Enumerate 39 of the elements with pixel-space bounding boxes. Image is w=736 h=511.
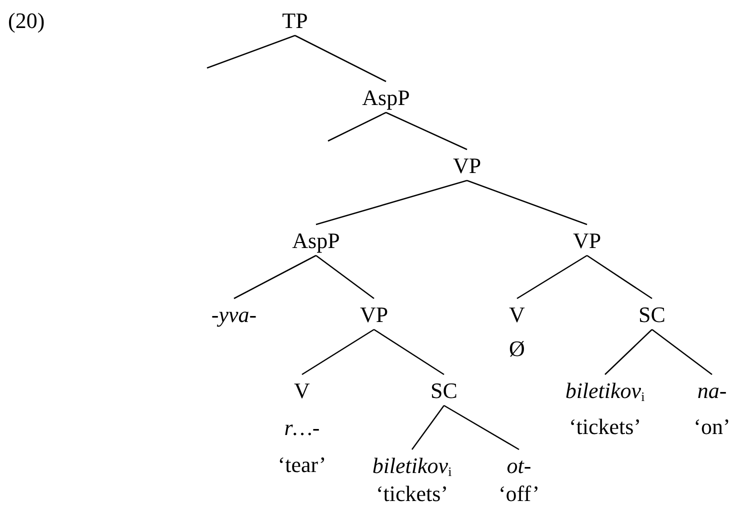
tree-node-label: VP (358, 298, 390, 330)
node-gloss: ‘tear’ (278, 452, 326, 476)
tree-branch-line (302, 328, 374, 376)
node-gloss: r…- (283, 414, 321, 440)
node-gloss: ‘on’ (694, 414, 730, 438)
tree-node-label: TP (280, 4, 310, 36)
tree-branch-line (604, 329, 652, 375)
tree-node-label: AspP (290, 224, 342, 256)
tree-branch-line (328, 112, 386, 142)
tree-branch-line (466, 180, 588, 226)
tree-branch-line (316, 180, 468, 226)
tree-node-label: SC (428, 374, 460, 406)
node-gloss: Ø (509, 336, 525, 360)
tree-node-label: SC (636, 298, 668, 330)
tree-node-label: -yva- (209, 298, 259, 330)
tree-branch-line (316, 254, 374, 300)
tree-branch-line (652, 328, 712, 376)
tree-branch-line (374, 328, 444, 376)
node-form: biletikov$_{i}$ (565, 378, 645, 402)
tree-branch-line (516, 254, 588, 300)
node-gloss: ‘tickets’ (374, 480, 450, 506)
node-form: V (509, 302, 525, 326)
tree-branch-line (206, 34, 296, 69)
node-form: na- (696, 378, 728, 402)
tree-node-label: AspP (360, 82, 412, 112)
node-form: V (293, 378, 311, 402)
tree-branch-line (294, 34, 386, 82)
tree-branch-line (586, 254, 652, 300)
tree-branch-line (444, 404, 520, 450)
node-form: ot- (506, 452, 532, 478)
tree-branch-line (411, 405, 445, 450)
tree-node-label: VP (570, 224, 604, 256)
node-form: biletikov$_{i}$ (372, 452, 452, 478)
node-gloss: ‘tickets’ (568, 414, 642, 438)
node-gloss: ‘off’ (498, 480, 540, 506)
example-number: (20) (8, 8, 45, 33)
tree-branch-line (234, 254, 316, 300)
tree-node-label: VP (450, 150, 484, 180)
tree-branch-line (386, 112, 468, 150)
